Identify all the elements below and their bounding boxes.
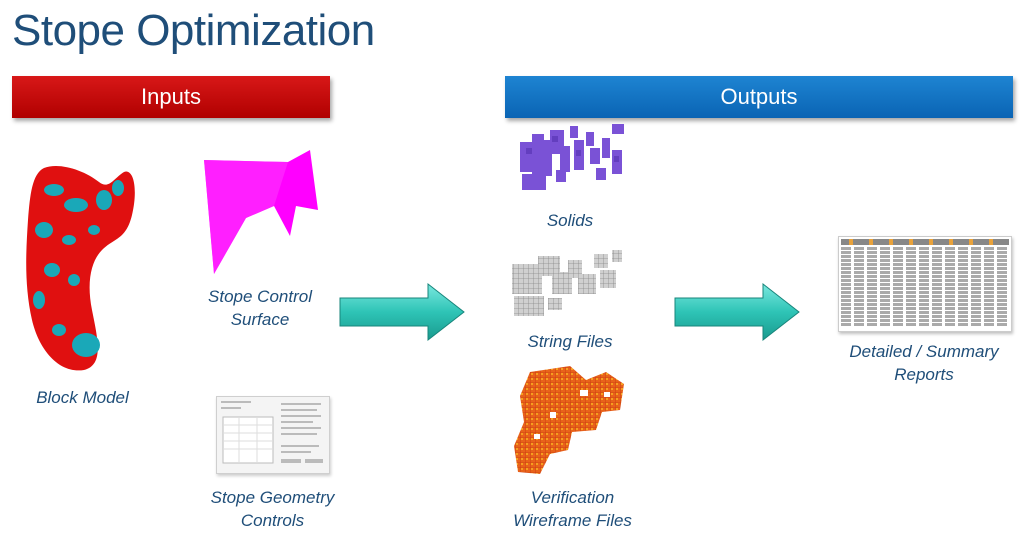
- string-files-caption: String Files: [527, 332, 613, 351]
- inputs-header: Inputs: [12, 76, 330, 118]
- block-model-caption: Block Model: [36, 388, 129, 407]
- outputs-header: Outputs: [505, 76, 1013, 118]
- arrow-right-icon-2: [674, 282, 800, 342]
- verification-wireframe-image: [514, 366, 624, 474]
- string-files-image: [512, 250, 622, 316]
- arrow-right-icon: [339, 282, 465, 342]
- report-spreadsheet-image: [838, 236, 1012, 332]
- reports-caption: Detailed / Summary Reports: [849, 342, 999, 384]
- solids-image: [520, 124, 624, 190]
- stope-geometry-dialog-image: [216, 396, 330, 474]
- solids-caption: Solids: [546, 211, 594, 230]
- block-model-image: [26, 165, 135, 371]
- stope-geometry-controls-caption: Stope Geometry Controls: [210, 488, 335, 530]
- stope-control-surface-caption: Stope Control Surface: [208, 287, 312, 329]
- verification-wireframe-caption: Verification Wireframe Files: [513, 488, 632, 530]
- page-title: Stope Optimization: [12, 6, 375, 55]
- stope-control-surface-image: [204, 150, 318, 274]
